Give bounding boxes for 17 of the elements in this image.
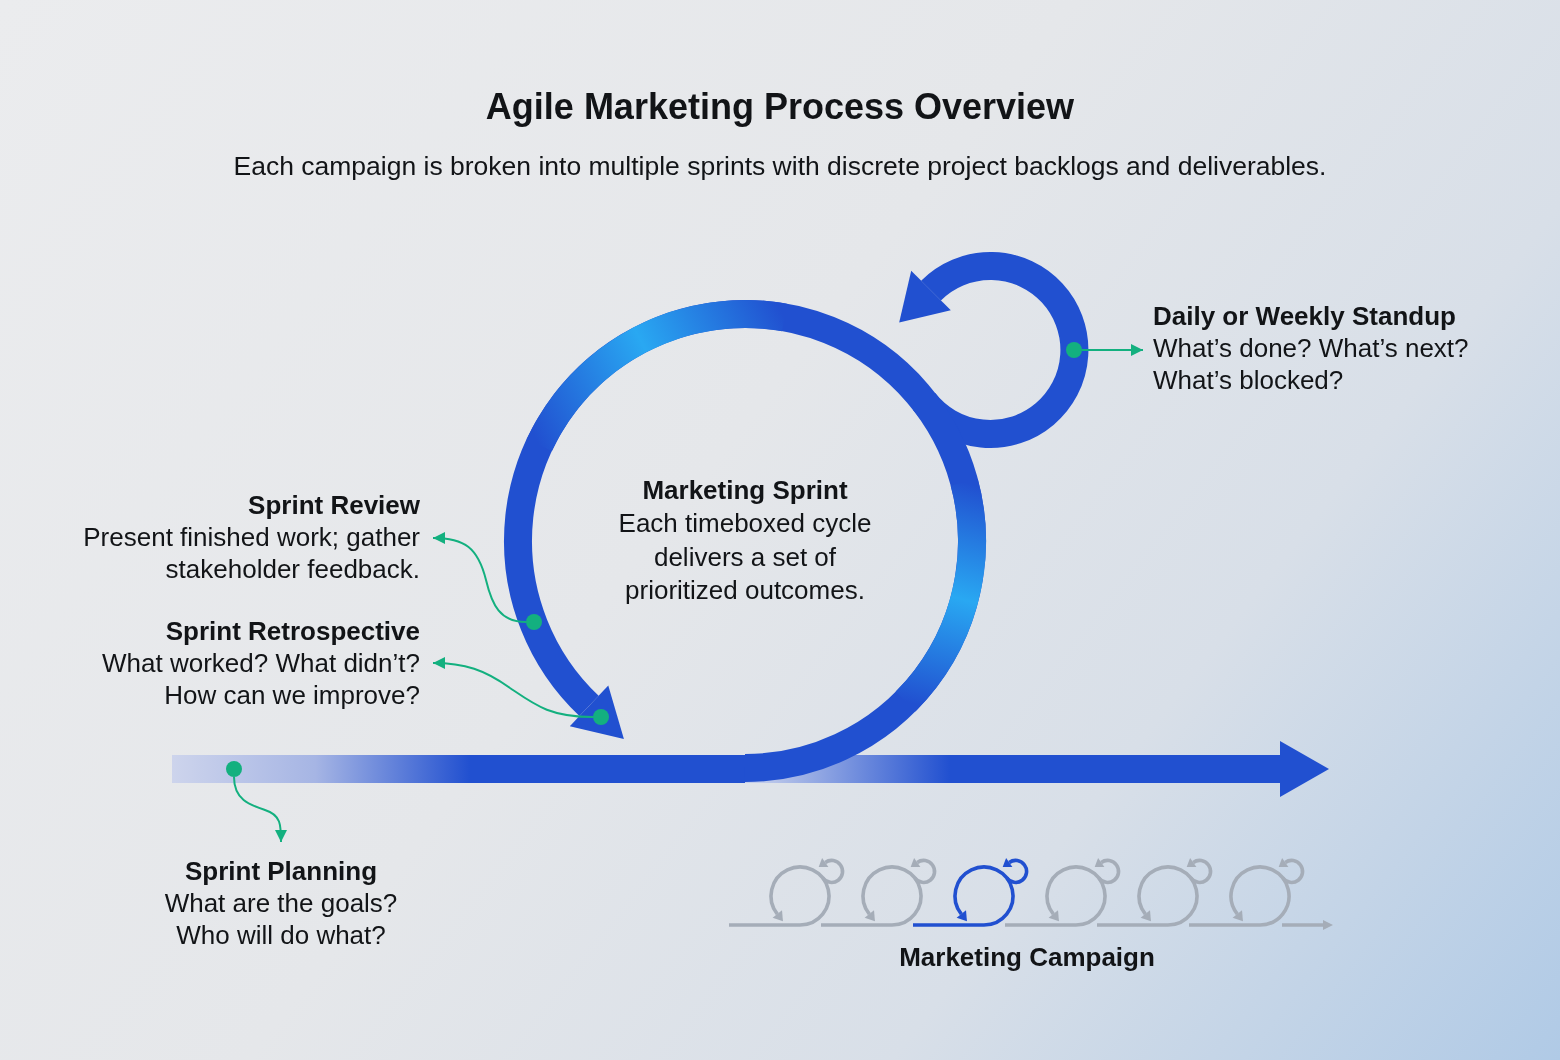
leader-arrow: [432, 657, 594, 718]
callout-heading: Sprint Retrospective: [165, 615, 420, 647]
leader-arrow: [432, 532, 527, 623]
callout-text: What’s done? What’s next? What’s blocked?: [1153, 332, 1470, 396]
callout-text: What are the goals? Who will do what?: [163, 887, 399, 951]
sprint-description: Each timeboxed cycle delivers a set of prioritized outcomes.: [617, 507, 873, 607]
leader-arrow: [1081, 344, 1144, 356]
sprint-heading: Marketing Sprint: [642, 474, 848, 507]
callout-text: Present finished work; gather stakeholder feedback.: [82, 521, 420, 585]
leader-arrow: [233, 776, 287, 843]
diagram-subtitle: Each campaign is broken into multiple sprints with discrete project backlogs and deliverables.: [233, 150, 1327, 182]
callout-text: What worked? What didn’t? How can we improve?: [101, 647, 420, 711]
campaign-label: Marketing Campaign: [899, 941, 1155, 973]
callout-heading: Sprint Planning: [184, 855, 378, 887]
callout-heading: Daily or Weekly Standup: [1153, 300, 1456, 332]
diagram-title: Agile Marketing Process Overview: [485, 85, 1075, 129]
callout-heading: Sprint Review: [248, 489, 420, 521]
